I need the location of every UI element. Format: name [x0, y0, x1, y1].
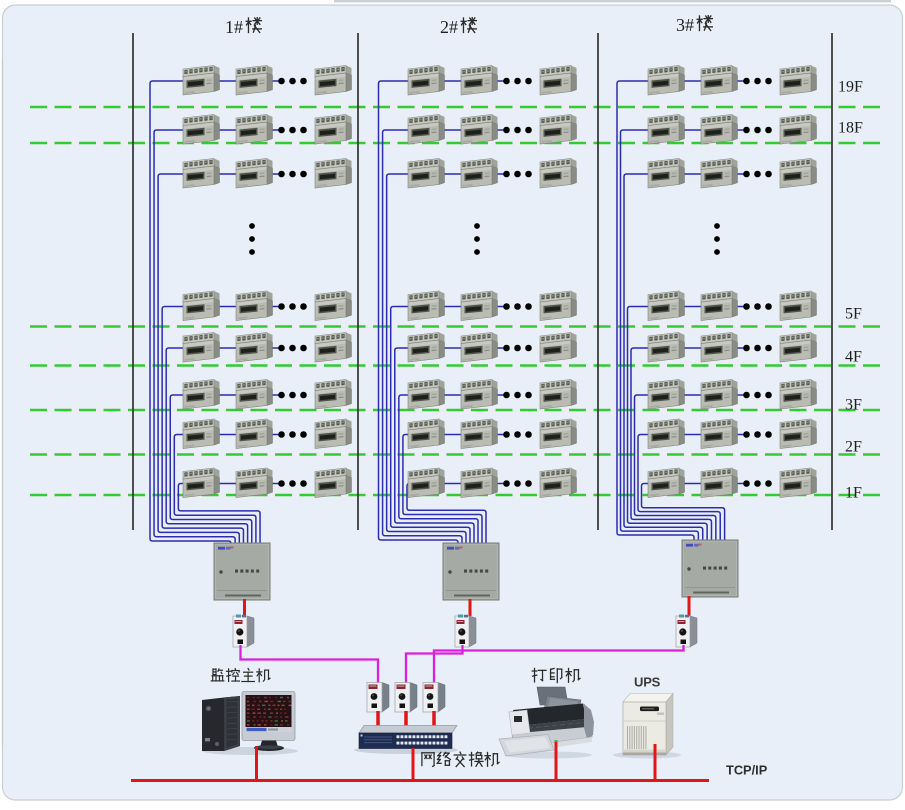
svg-text:1F: 1F: [845, 485, 862, 502]
svg-text:4F: 4F: [845, 349, 862, 366]
svg-text:1#: 1#: [225, 17, 243, 37]
svg-text:UPS: UPS: [634, 675, 661, 690]
svg-text:19F: 19F: [838, 79, 863, 96]
svg-text:TCP/IP: TCP/IP: [726, 763, 768, 778]
svg-text:3#: 3#: [676, 15, 694, 35]
svg-text:18F: 18F: [838, 120, 863, 137]
svg-text:3F: 3F: [845, 397, 862, 414]
svg-text:5F: 5F: [845, 306, 862, 323]
svg-text:2F: 2F: [845, 439, 862, 456]
svg-text:2#: 2#: [440, 17, 458, 37]
